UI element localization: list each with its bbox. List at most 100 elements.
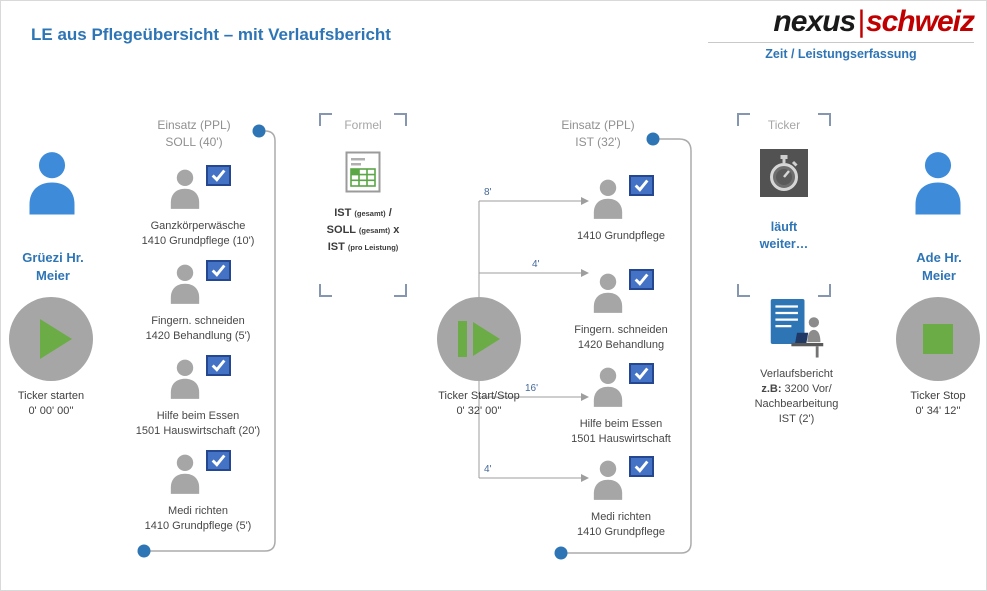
play-icon [473, 322, 500, 356]
person-icon [168, 169, 202, 209]
ticker-stop-label: Ticker Stop [910, 390, 966, 402]
person-icon-right [911, 151, 965, 215]
formula-line1: IST (gesamt) / [319, 205, 407, 222]
report-line2-rest: 3200 Vor/ [781, 383, 832, 395]
ticker-status: läuft weiter… [737, 219, 831, 253]
person-icon [591, 460, 625, 500]
person-icon-left [25, 151, 79, 215]
formula-op: x [390, 224, 400, 236]
report-title: Verlaufsbericht [760, 368, 833, 380]
report-line2: z.B: 3200 Vor/ [729, 382, 864, 397]
care-item-code: 1420 Behandlung [577, 339, 665, 351]
ticker-start-time: 0' 00' 00'' [28, 405, 74, 417]
formel-label: Formel [344, 118, 382, 132]
soll-item-3-icons [158, 355, 238, 401]
care-item-code: 1501 Hauswirtschaft (20') [135, 425, 261, 437]
formula-line2: SOLL (gesamt) x [319, 222, 407, 239]
person-icon [591, 179, 625, 219]
duration-label-2: 4' [532, 259, 540, 270]
formel-frame: Formel IST (gesamt) / SOLL (gesamt) x IS… [319, 113, 407, 297]
care-item-code: 1410 Grundpflege (5') [144, 520, 252, 532]
checkbox-checked-icon[interactable] [629, 175, 654, 196]
soll-header-line2: SOLL (40') [165, 135, 223, 149]
ticker-frame-label: Ticker [767, 118, 801, 132]
frame-corner-icon [319, 284, 332, 297]
person-icon [168, 359, 202, 399]
stop-icon [923, 324, 953, 354]
ticker-start-label: Ticker starten [17, 390, 85, 402]
verlaufsbericht: Verlaufsbericht z.B: 3200 Vor/ Nachbearb… [729, 297, 864, 427]
care-item-code: 1420 Behandlung (5') [145, 330, 251, 342]
person-icon [168, 454, 202, 494]
page-title: LE aus Pflegeübersicht – mit Verlaufsber… [31, 25, 391, 44]
greeting-left: Grüezi Hr. Meier [22, 250, 84, 284]
logo-schweiz: schweiz [865, 5, 975, 38]
soll-item-4-icons [158, 450, 238, 496]
stopwatch-icon [737, 149, 831, 197]
duration-label-3: 16' [525, 383, 539, 394]
ticker-stop-button[interactable] [896, 297, 980, 381]
care-item-name: Hilfe beim Essen [579, 418, 663, 430]
formula-line3: IST (pro Leistung) [319, 239, 407, 256]
care-item-code: 1410 Grundpflege [576, 230, 666, 242]
ticker-startstop-label: Ticker Start/Stop [438, 390, 520, 402]
ist-header-line1: Einsatz (PPL) [561, 118, 635, 132]
greeting-right: Ade Hr. Meier [916, 250, 962, 284]
care-item-name: Hilfe beim Essen [156, 410, 240, 422]
soll-item-2: Fingern. schneiden 1420 Behandlung (5') [128, 260, 268, 344]
spreadsheet-icon [319, 151, 407, 193]
formula-sub: (gesamt) [354, 209, 386, 218]
care-item-name: Fingern. schneiden [574, 324, 668, 336]
care-item-code: 1410 Grundpflege (10') [141, 235, 255, 247]
logo-separator-icon: | [857, 5, 865, 38]
soll-header: Einsatz (PPL) SOLL (40') [139, 117, 249, 151]
soll-header-line1: Einsatz (PPL) [157, 118, 231, 132]
frame-corner-icon [394, 284, 407, 297]
checkbox-checked-icon[interactable] [629, 363, 654, 384]
pause-bar-icon [458, 321, 467, 357]
frame-corner-icon [737, 113, 750, 126]
ticker-status-line1: läuft [770, 220, 798, 234]
soll-item-4: Medi richten 1410 Grundpflege (5') [128, 450, 268, 534]
ist-item-1-icons [581, 175, 661, 221]
checkbox-checked-icon[interactable] [206, 260, 231, 281]
soll-item-1: Ganzkörperwäsche 1410 Grundpflege (10') [128, 165, 268, 249]
checkbox-checked-icon[interactable] [629, 269, 654, 290]
care-item-code: 1410 Grundpflege [576, 526, 666, 538]
ist-item-2-icons [581, 269, 661, 315]
logo-nexus: nexus [773, 5, 856, 38]
checkbox-checked-icon[interactable] [206, 450, 231, 471]
care-item-code: 1501 Hauswirtschaft [571, 433, 671, 445]
ist-item-4: Medi richten 1410 Grundpflege [551, 456, 691, 540]
ticker-start-button[interactable] [9, 297, 93, 381]
formula-text: IST (gesamt) / SOLL (gesamt) x IST (pro … [319, 205, 407, 256]
frame-corner-icon [818, 284, 831, 297]
checkbox-checked-icon[interactable] [206, 355, 231, 376]
ticker-status-line2: weiter… [759, 237, 809, 251]
checkbox-checked-icon[interactable] [206, 165, 231, 186]
care-item-name: Medi richten [591, 511, 651, 523]
frame-corner-icon [394, 113, 407, 126]
frame-corner-icon [737, 284, 750, 297]
play-icon [40, 319, 72, 359]
ist-header-line2: IST (32') [575, 135, 621, 149]
care-item-name: Medi richten [168, 505, 228, 517]
person-icon [591, 273, 625, 313]
duration-label-4: 4' [484, 464, 492, 475]
ticker-startstop-button[interactable] [437, 297, 521, 381]
report-line2-bold: z.B: [761, 383, 782, 395]
ist-item-3-icons [581, 363, 661, 409]
frame-corner-icon [319, 113, 332, 126]
ticker-frame: Ticker läuft weiter… [737, 113, 831, 297]
report-document-icon [729, 297, 864, 359]
soll-item-2-icons [158, 260, 238, 306]
ist-item-4-icons [581, 456, 661, 502]
ist-bracket [554, 132, 692, 560]
soll-item-3: Hilfe beim Essen 1501 Hauswirtschaft (20… [128, 355, 268, 439]
checkbox-checked-icon[interactable] [629, 456, 654, 477]
formula-ist: IST [334, 207, 352, 219]
ist-connectors [478, 197, 589, 482]
ist-item-2: Fingern. schneiden 1420 Behandlung [551, 269, 691, 353]
frame-corner-icon [818, 113, 831, 126]
